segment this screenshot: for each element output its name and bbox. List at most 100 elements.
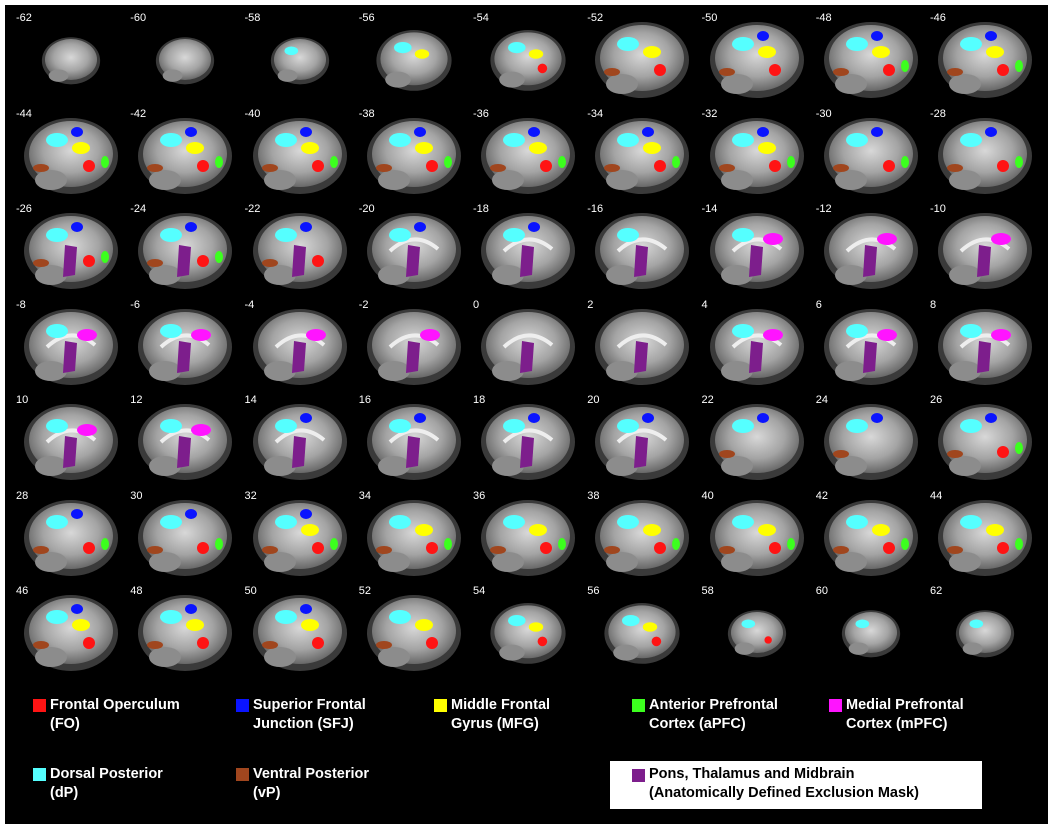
region-vp	[832, 163, 849, 172]
legend-item-fo: Frontal Operculum (FO)	[33, 696, 233, 736]
region-mfg	[300, 523, 319, 536]
region-pons	[977, 340, 991, 373]
brain-slice: 24	[812, 392, 925, 486]
slice-coordinate-label: 16	[358, 394, 371, 406]
brain-slice-figure: -62-60-58-56-54-52-50-48-46-44-42-40-38-…	[5, 5, 1048, 824]
brain-slice-image	[138, 595, 233, 671]
region-vp	[375, 641, 392, 649]
brain-slice: -46	[927, 10, 1039, 104]
corpus-callosum	[502, 428, 554, 444]
brain-slice-image	[595, 213, 690, 289]
region-vp	[33, 259, 49, 267]
slice-coordinate-label: -18	[473, 203, 489, 215]
legend-label-mfg: Middle Frontal Gyrus (MFG)	[451, 697, 551, 732]
region-fo	[768, 159, 781, 172]
region-pons	[520, 245, 534, 277]
brain-slice: 30	[127, 487, 240, 582]
region-dp	[845, 419, 868, 433]
legend-item-vp: Ventral Posterior (vP)	[236, 765, 416, 805]
cerebellum	[606, 551, 639, 572]
region-apfc	[101, 251, 109, 263]
slice-coordinate-label: -22	[244, 203, 261, 215]
corpus-callosum	[616, 428, 668, 444]
slice-coordinate-label: -6	[130, 298, 141, 311]
brain-slice-image	[252, 117, 347, 194]
slice-coordinate-label: -20	[358, 203, 375, 215]
brain-slice: 48	[127, 583, 240, 677]
slice-coordinate-label: -2	[358, 298, 369, 311]
brain-slice: 8	[927, 296, 1039, 391]
region-mpfc	[762, 233, 783, 245]
brain-slice-image	[138, 213, 233, 289]
region-pons	[977, 245, 991, 277]
region-apfc	[1015, 155, 1023, 168]
region-dp	[508, 42, 526, 54]
region-fo	[997, 64, 1009, 76]
corpus-callosum	[616, 237, 668, 253]
brain-slice: 54	[470, 583, 582, 677]
cerebellum	[35, 169, 67, 190]
brain-slice-image	[955, 610, 1015, 658]
legend-item-sfj: Superior Frontal Junction (SFJ)	[236, 696, 416, 736]
brain-slice: -50	[698, 10, 811, 104]
legend-swatch-fo	[33, 699, 46, 712]
region-fo	[768, 541, 781, 554]
region-sfj	[870, 413, 883, 423]
region-dp	[274, 419, 297, 433]
region-dp	[617, 132, 640, 147]
legend-swatch-vp	[236, 768, 249, 781]
region-fo	[311, 255, 324, 267]
brain-slice-image	[156, 37, 215, 85]
region-dp	[46, 132, 68, 147]
region-sfj	[528, 126, 540, 137]
region-dp	[731, 37, 754, 51]
brain-slice-image	[823, 22, 918, 98]
brain-slice-image	[138, 404, 233, 480]
region-mpfc	[77, 328, 97, 341]
brain-slice-image	[138, 308, 233, 385]
slice-coordinate-label: 28	[16, 489, 29, 502]
region-sfj	[185, 126, 198, 137]
region-mpfc	[876, 328, 897, 341]
region-sfj	[756, 31, 769, 41]
region-pons	[520, 436, 534, 468]
slice-coordinate-label: 4	[701, 298, 708, 311]
region-sfj	[413, 126, 426, 137]
region-fo	[882, 159, 895, 172]
region-mfg	[643, 46, 662, 58]
region-apfc	[215, 537, 224, 550]
cerebellum	[35, 456, 67, 476]
region-fo	[654, 64, 667, 76]
slice-coordinate-label: 44	[930, 489, 943, 502]
brain-slice-image	[138, 117, 233, 194]
cerebellum	[149, 551, 182, 572]
region-dp	[622, 615, 640, 627]
region-dp	[960, 37, 982, 51]
corpus-callosum	[159, 428, 211, 444]
brain-slice-image	[709, 22, 804, 98]
region-fo	[882, 64, 895, 76]
cerebellum	[949, 74, 981, 94]
region-fo	[768, 64, 781, 76]
region-pons	[405, 245, 420, 277]
cerebellum	[263, 265, 296, 285]
brain-slice: -42	[127, 105, 240, 200]
region-fo	[654, 541, 667, 554]
region-dp	[388, 610, 411, 624]
brain-slice-image	[366, 404, 461, 480]
region-apfc	[558, 537, 566, 550]
legend-swatch-mpfc	[829, 699, 842, 712]
region-mpfc	[77, 424, 97, 436]
region-vp	[375, 163, 392, 172]
cerebellum	[377, 265, 410, 285]
region-dp	[508, 615, 526, 627]
region-pons	[177, 245, 192, 277]
slice-coordinate-label: -42	[130, 107, 147, 120]
region-fo	[425, 541, 438, 554]
region-dp	[731, 228, 754, 242]
brain-slice-image	[24, 117, 118, 194]
region-sfj	[413, 413, 426, 423]
region-dp	[160, 419, 183, 433]
cerebellum	[149, 456, 182, 476]
cerebellum	[606, 169, 639, 190]
